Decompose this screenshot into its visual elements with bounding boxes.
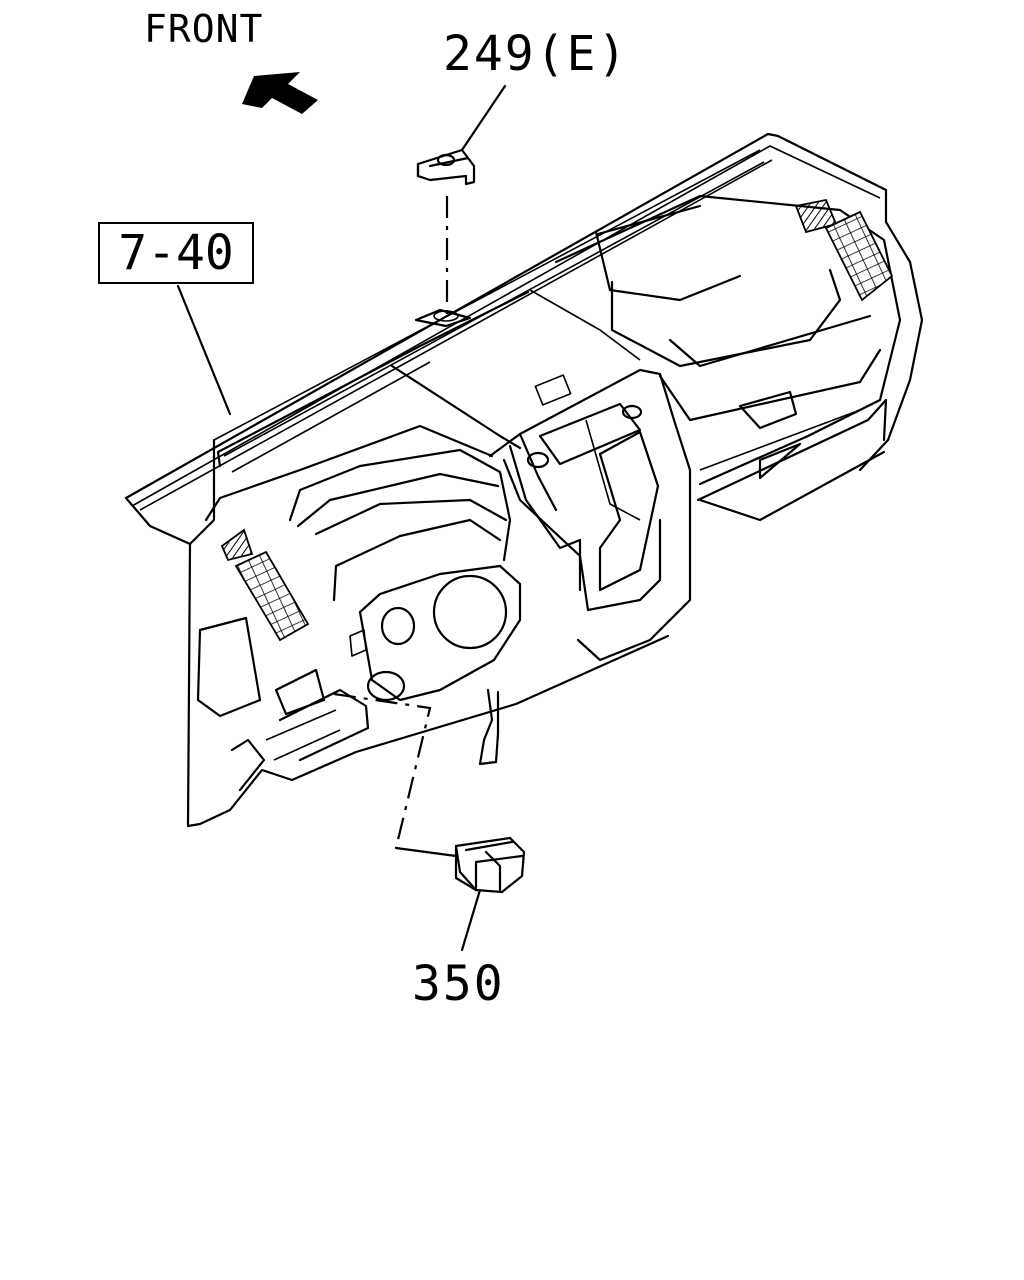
instrument-panel-assembly [124, 132, 924, 828]
front-direction-label: FRONT [144, 7, 264, 51]
front-direction-arrow-icon [242, 72, 318, 114]
leader-350 [460, 888, 482, 952]
part-249-clip-icon [416, 148, 476, 186]
part-350-switch-icon [454, 836, 526, 894]
callout-740-boxed: 7-40 [98, 222, 254, 284]
leader-350-solid [394, 846, 458, 858]
leader-350-dashed [333, 692, 432, 849]
leader-740 [176, 284, 232, 416]
callout-249: 249(E) [443, 26, 629, 82]
callout-350: 350 [412, 956, 505, 1012]
leader-249 [460, 84, 507, 152]
